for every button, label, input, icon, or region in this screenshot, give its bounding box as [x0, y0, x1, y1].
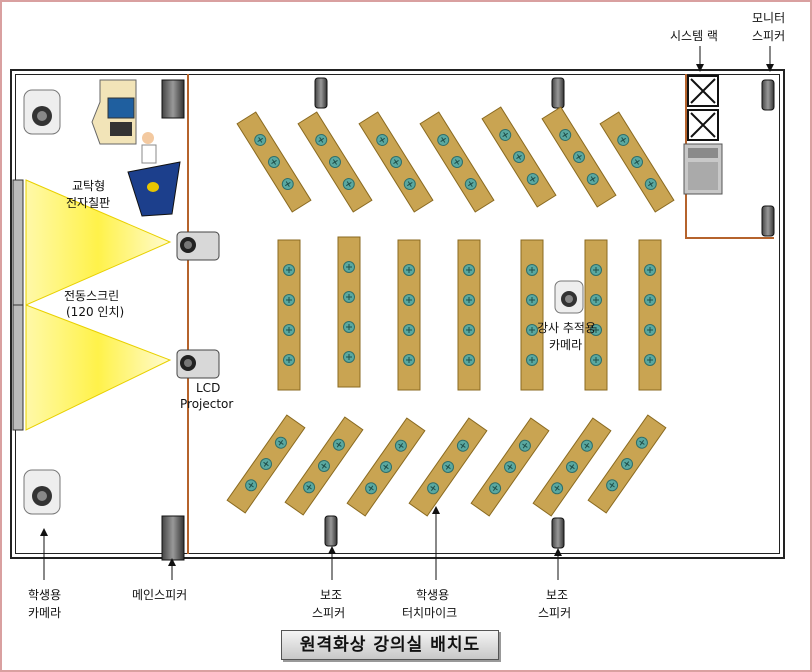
top-desk-1 — [236, 111, 312, 213]
tracking-camera — [554, 280, 584, 314]
projector-lower — [176, 349, 220, 379]
aux-speaker-right — [551, 517, 565, 549]
screen-left-lower — [12, 304, 24, 431]
top-desk-4 — [419, 111, 495, 213]
aux-speaker-left-label-1: 보조 — [320, 588, 343, 602]
main-speaker-label: 메인스피커 — [132, 588, 188, 602]
student-camera-label-2: 카메라 — [28, 606, 62, 620]
camera-top-left — [23, 89, 61, 135]
bottom-desk-7 — [587, 414, 667, 514]
touch-mic-label-2: 터치마이크 — [402, 606, 458, 620]
middle-desk-3 — [397, 239, 421, 391]
board-label-2: 전자칠판 — [66, 196, 111, 210]
top-desk-7 — [599, 111, 675, 213]
aux-speaker-right-label-1: 보조 — [546, 588, 569, 602]
desks-bottom-row — [226, 414, 667, 517]
aux-speaker-left — [324, 515, 338, 547]
desks-middle-row — [277, 236, 662, 391]
middle-desk-5 — [520, 239, 544, 391]
room-outer-wall — [10, 69, 785, 559]
tracking-camera-label-2: 카메라 — [549, 338, 583, 352]
aux-speaker-left-label-2: 스피커 — [312, 606, 346, 620]
tracking-camera-label-1: 강사 추적용 — [537, 321, 597, 335]
screen-label-1: 전동스크린 — [64, 289, 120, 303]
top-desk-6 — [541, 106, 617, 208]
bottom-desk-6 — [532, 417, 612, 517]
middle-desk-7 — [638, 239, 662, 391]
monitor-speaker-bottom — [761, 205, 775, 237]
bottom-desk-5 — [470, 417, 550, 517]
top-desk-2 — [297, 111, 373, 213]
system-rack-label: 시스템 랙 — [670, 29, 718, 43]
bottom-desk-1 — [226, 414, 306, 514]
monitor-speaker-label-2: 스피커 — [752, 29, 786, 43]
screen-left-upper — [12, 179, 24, 306]
electronic-board-lectern — [91, 79, 181, 217]
top-desk-5 — [481, 106, 557, 208]
main-speaker-top — [161, 79, 185, 119]
student-camera-label-1: 학생용 — [28, 588, 62, 602]
projector-beam-lower — [25, 304, 172, 431]
middle-desk-2 — [337, 236, 361, 388]
student-camera — [23, 469, 61, 515]
middle-desk-1 — [277, 239, 301, 391]
speaker-top-2 — [551, 77, 565, 109]
bottom-desk-2 — [284, 416, 364, 516]
projector-label-2: Projector — [180, 397, 234, 411]
top-desk-3 — [358, 111, 434, 213]
bottom-desk-4 — [408, 417, 488, 517]
projector-upper — [176, 231, 220, 261]
aux-speaker-right-label-2: 스피커 — [538, 606, 572, 620]
main-speaker — [161, 515, 185, 561]
system-rack — [683, 75, 723, 195]
screen-label-2: (120 인치) — [66, 305, 125, 319]
bottom-desk-3 — [346, 417, 426, 517]
rack-partition-line — [685, 74, 774, 239]
middle-desk-4 — [457, 239, 481, 391]
projector-label-1: LCD — [196, 381, 221, 395]
monitor-speaker-top — [761, 79, 775, 111]
board-label-1: 교탁형 — [72, 179, 106, 193]
middle-desk-6 — [584, 239, 608, 391]
monitor-speaker-label-1: 모니터 — [752, 11, 786, 25]
desks-top-row — [236, 106, 675, 213]
touch-mic-label-1: 학생용 — [416, 588, 450, 602]
projector-beam-upper — [25, 179, 172, 306]
speaker-top-1 — [314, 77, 328, 109]
page-title: 원격화상 강의실 배치도 — [281, 630, 499, 660]
